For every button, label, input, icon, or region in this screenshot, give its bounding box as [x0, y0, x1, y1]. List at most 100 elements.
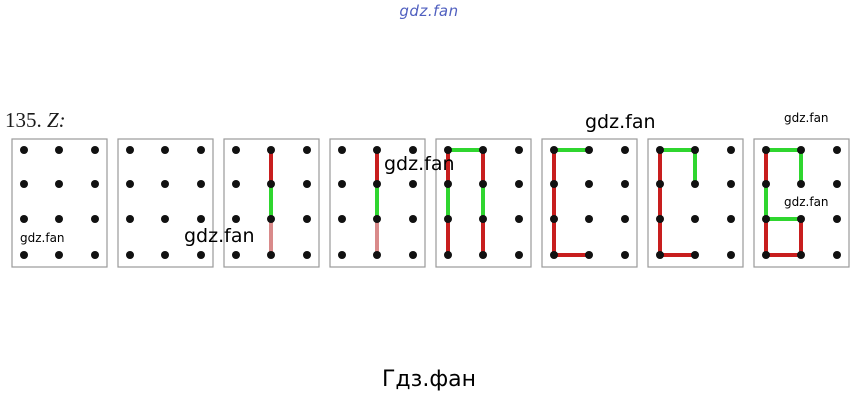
grid-dot [409, 215, 417, 223]
grid-dot [550, 215, 558, 223]
grid-dot [303, 215, 311, 223]
grid-dot [444, 215, 452, 223]
watermark-panel-2: gdz.fan [184, 225, 255, 247]
watermark-panel-8-mid: gdz.fan [784, 195, 829, 209]
grid-dot [161, 146, 169, 154]
grid-dot [20, 251, 28, 259]
grid-dot [515, 146, 523, 154]
grid-dot [550, 251, 558, 259]
grid-dot [585, 251, 593, 259]
grid-dot [797, 251, 805, 259]
grid-dot [621, 180, 629, 188]
grid-dot [161, 215, 169, 223]
grid-panel-3 [223, 138, 320, 268]
grid-dot [444, 251, 452, 259]
grid-dot [20, 146, 28, 154]
grid-dot [691, 215, 699, 223]
grid-dot [267, 215, 275, 223]
grid-dot [303, 251, 311, 259]
header-watermark: gdz.fan [399, 2, 459, 20]
grid-dot [126, 251, 134, 259]
grid-dot [585, 146, 593, 154]
grid-dot [338, 146, 346, 154]
grid-dot [126, 180, 134, 188]
grid-dot [409, 251, 417, 259]
grid-dot [762, 180, 770, 188]
grid-dot [161, 251, 169, 259]
grid-panel-7 [647, 138, 744, 268]
panel-frame [117, 138, 214, 268]
watermark-panel-8-top: gdz.fan [784, 111, 829, 125]
grid-dot [303, 146, 311, 154]
grid-dot [833, 215, 841, 223]
grid-dot [267, 180, 275, 188]
grid-dot [20, 215, 28, 223]
grid-dot [55, 215, 63, 223]
grid-dot [479, 180, 487, 188]
grid-dot [762, 146, 770, 154]
grid-dot [797, 215, 805, 223]
grid-dot [833, 180, 841, 188]
grid-panel-5 [435, 138, 532, 268]
grid-dot [515, 251, 523, 259]
grid-dot [232, 146, 240, 154]
grid-dot [833, 146, 841, 154]
grid-dot [55, 146, 63, 154]
grid-dot [232, 251, 240, 259]
grid-panel-6 [541, 138, 638, 268]
grid-dot [55, 251, 63, 259]
grid-dot [444, 146, 452, 154]
grid-dot [91, 215, 99, 223]
task-number: 135. [5, 108, 42, 132]
grid-dot [550, 146, 558, 154]
panel-frame [541, 138, 638, 268]
grid-dot [727, 146, 735, 154]
grid-panel-4 [329, 138, 426, 268]
grid-dot [656, 215, 664, 223]
task-letter: Z: [47, 108, 66, 132]
grid-dot [91, 146, 99, 154]
grid-dot [91, 251, 99, 259]
footer-caption: Гдз.фан [382, 367, 476, 392]
grid-dot [621, 215, 629, 223]
grid-dot [479, 215, 487, 223]
watermark-panel-4: gdz.fan [384, 153, 455, 175]
grid-dot [373, 215, 381, 223]
grid-dot [727, 215, 735, 223]
watermark-panel-1: gdz.fan [20, 231, 65, 245]
grid-dot [91, 180, 99, 188]
grid-dot [126, 215, 134, 223]
grid-dot [444, 180, 452, 188]
grid-dot [727, 251, 735, 259]
grid-dot [409, 180, 417, 188]
grid-dot [267, 251, 275, 259]
grid-dot [161, 180, 169, 188]
grid-dot [515, 180, 523, 188]
grid-dot [338, 251, 346, 259]
grid-dot [833, 251, 841, 259]
grid-panel-1 [11, 138, 108, 268]
grid-dot [762, 251, 770, 259]
grid-panel-2 [117, 138, 214, 268]
grid-dot [656, 180, 664, 188]
grid-panel-8 [753, 138, 850, 268]
grid-dot [338, 180, 346, 188]
grid-dot [126, 146, 134, 154]
grid-dot [621, 146, 629, 154]
grid-dot [550, 180, 558, 188]
grid-dot [656, 251, 664, 259]
grid-dot [373, 251, 381, 259]
grid-dot [373, 146, 381, 154]
grid-dot [197, 180, 205, 188]
watermark-panel-6: gdz.fan [585, 111, 656, 133]
grid-dot [232, 215, 240, 223]
grid-dot [197, 215, 205, 223]
grid-dot [691, 251, 699, 259]
grid-dot [409, 146, 417, 154]
grid-dot [797, 146, 805, 154]
grid-dot [515, 215, 523, 223]
grid-dot [232, 180, 240, 188]
grid-dot [656, 146, 664, 154]
